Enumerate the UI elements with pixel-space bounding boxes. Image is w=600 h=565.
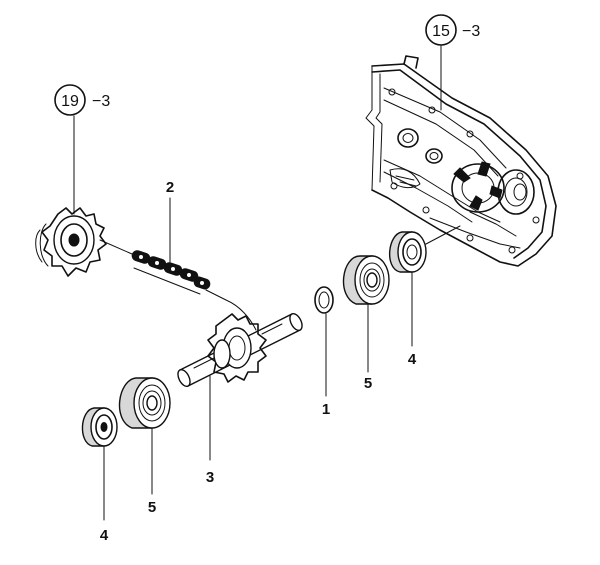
case-housing — [365, 55, 557, 267]
ref-19-badge: 19 −3 — [54, 84, 110, 116]
drive-chain — [99, 239, 257, 331]
callout-1-label: 1 — [322, 401, 330, 418]
ball-bearing-right — [342, 255, 390, 305]
callout-3-label: 3 — [206, 469, 214, 486]
thrust-washer — [314, 286, 334, 314]
ref-15-number: 15 — [432, 23, 450, 40]
callout-2-label: 2 — [166, 179, 174, 196]
ref-19-suffix: −3 — [92, 93, 110, 110]
callout-4-right-label: 4 — [408, 351, 417, 368]
oil-seal-left — [81, 407, 118, 447]
drive-sprocket — [35, 207, 107, 277]
callout-5-right-label: 5 — [364, 375, 372, 392]
ref-19-number: 19 — [61, 93, 79, 110]
callout-5-left-label: 5 — [148, 499, 156, 516]
output-shaft — [177, 312, 303, 388]
callout-4-left-label: 4 — [100, 527, 109, 544]
ball-bearing-left — [118, 377, 171, 429]
ref-15-suffix: −3 — [462, 23, 480, 40]
ref-15-badge: 15 −3 — [425, 14, 480, 46]
oil-seal-right — [388, 225, 461, 273]
